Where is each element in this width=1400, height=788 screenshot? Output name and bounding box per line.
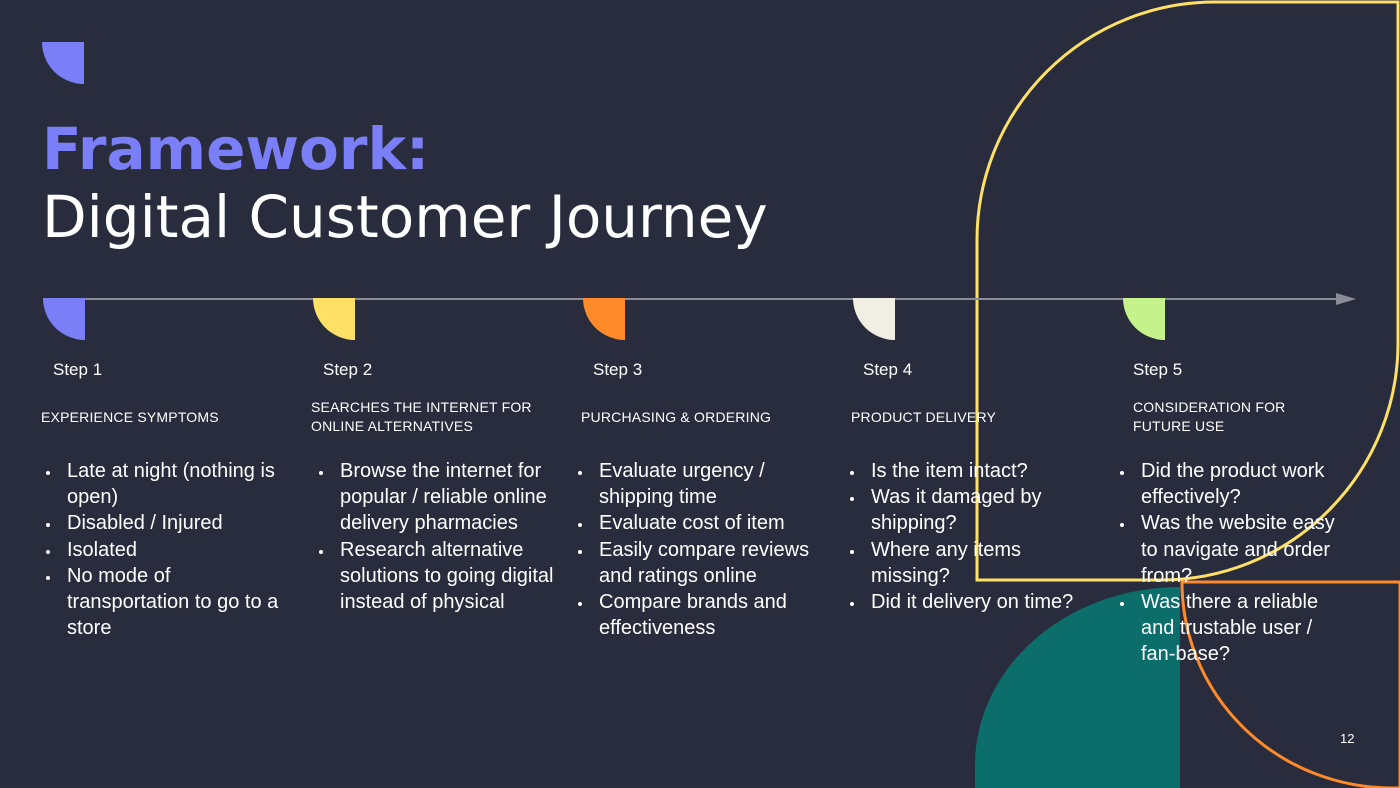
step-5-title: CONSIDERATION FOR FUTURE USE	[1133, 399, 1286, 434]
bullet-item: Did the product work effectively?	[1135, 458, 1350, 510]
bullet-item: Browse the internet for popular / reliab…	[334, 458, 569, 537]
step-3: Step 3 PURCHASING & ORDERING Evaluate ur…	[581, 298, 831, 639]
step-4-marker-icon	[853, 298, 895, 340]
bullet-item: Easily compare reviews and ratings onlin…	[593, 537, 828, 589]
teal-quarter-shape	[975, 587, 1180, 788]
step-1-label: Step 1	[53, 360, 103, 379]
step-4-bullets: Is the item intact? Was it damaged by sh…	[845, 458, 1100, 615]
step-1-bullets: Late at night (nothing is open) Disabled…	[41, 458, 296, 641]
bullet-item: Research alternative solutions to going …	[334, 537, 569, 616]
step-5-marker-icon	[1123, 298, 1165, 340]
bullet-item: Was there a reliable and trustable user …	[1135, 589, 1350, 668]
step-4-title: PRODUCT DELIVERY	[851, 408, 997, 425]
step-2-label: Step 2	[323, 360, 373, 379]
timeline-line	[62, 298, 1338, 300]
orange-outline-shape	[1180, 580, 1400, 788]
step-3-bullets: Evaluate urgency / shipping time Evaluat…	[573, 458, 828, 641]
bullet-item: Late at night (nothing is open)	[61, 458, 296, 510]
step-4-label: Step 4	[863, 360, 913, 379]
bullet-item: Compare brands and effectiveness	[593, 589, 828, 641]
title-digital-customer-journey: Digital Customer Journey	[42, 183, 768, 251]
bullet-item: Disabled / Injured	[61, 510, 296, 536]
step-1: Step 1 EXPERIENCE SYMPTOMS Late at night…	[41, 298, 291, 639]
step-2-marker-icon	[313, 298, 355, 340]
bullet-item: Where any items missing?	[865, 537, 1100, 589]
step-2-bullets: Browse the internet for popular / reliab…	[314, 458, 569, 615]
bullet-item: Was the website easy to navigate and ord…	[1135, 510, 1350, 589]
step-3-marker-icon	[583, 298, 625, 340]
step-3-label: Step 3	[593, 360, 643, 379]
step-2: Step 2 SEARCHES THE INTERNET FOR ONLINE …	[311, 298, 561, 613]
step-4: Step 4 PRODUCT DELIVERY Is the item inta…	[851, 298, 1101, 613]
bullet-item: Is the item intact?	[865, 458, 1100, 484]
bullet-item: No mode of transportation to go to a sto…	[61, 563, 296, 642]
step-5-label: Step 5	[1133, 360, 1183, 379]
title-framework: Framework:	[42, 115, 430, 183]
bullet-item: Did it delivery on time?	[865, 589, 1100, 615]
timeline-arrow-icon	[1336, 293, 1356, 305]
yellow-outline-shape	[975, 0, 1400, 582]
step-1-title: EXPERIENCE SYMPTOMS	[41, 408, 219, 425]
page-number: 12	[1340, 731, 1355, 746]
step-1-marker-icon	[43, 298, 85, 340]
step-5: Step 5 CONSIDERATION FOR FUTURE USE Did …	[1121, 298, 1371, 665]
bullet-item: Isolated	[61, 537, 296, 563]
bullet-item: Evaluate cost of item	[593, 510, 828, 536]
bullet-item: Was it damaged by shipping?	[865, 484, 1100, 536]
step-5-bullets: Did the product work effectively? Was th…	[1115, 458, 1350, 668]
step-2-title: SEARCHES THE INTERNET FOR ONLINE ALTERNA…	[311, 399, 532, 434]
step-3-title: PURCHASING & ORDERING	[581, 408, 772, 425]
bullet-item: Evaluate urgency / shipping time	[593, 458, 828, 510]
